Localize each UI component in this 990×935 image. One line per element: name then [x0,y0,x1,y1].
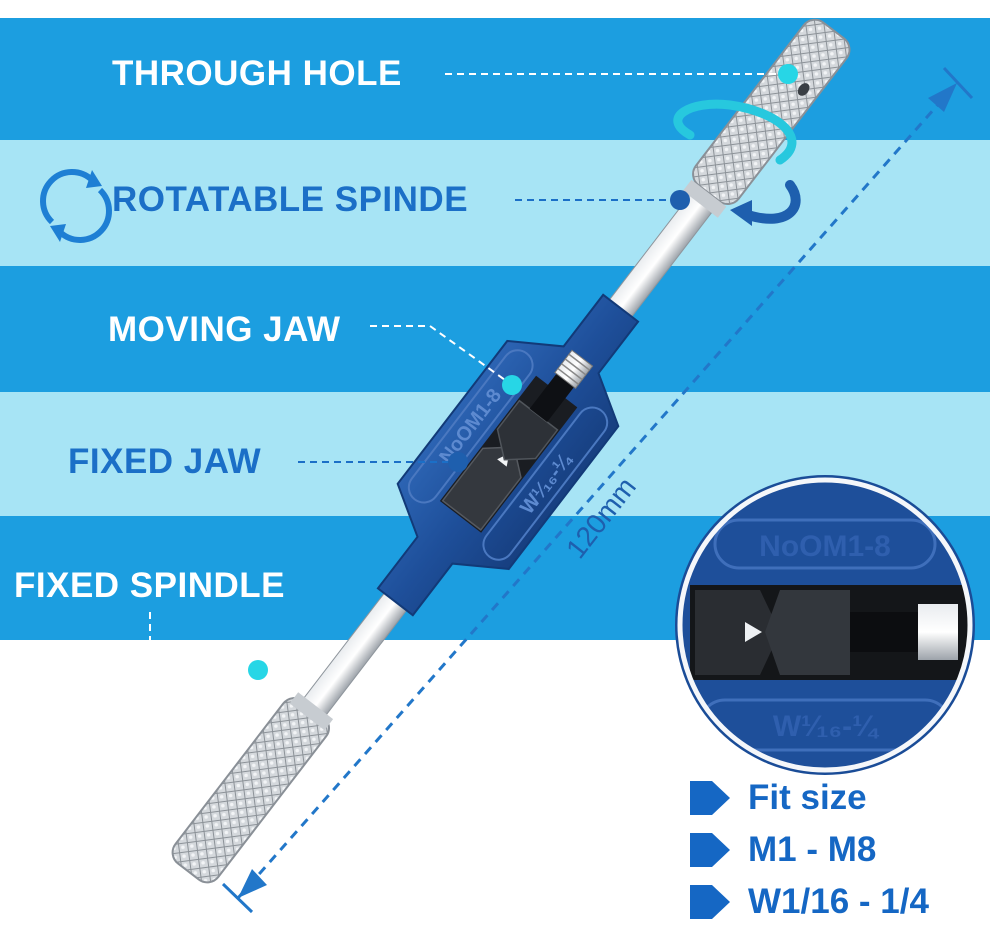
triangle-bullet-icon [690,780,730,815]
rotate-arrows-icon [40,169,112,243]
fit-item-label: W1/16 - 1/4 [748,881,929,921]
rotation-arrow-icon [673,99,801,226]
triangle-bullet-icon [690,884,730,919]
leader-lines [149,73,782,671]
fit-item-2: M1 - M8 [690,828,876,870]
label-rotatable-spindle: ROTATABLE SPINDE [112,180,469,219]
zoom-lens: NoOM1-8 W¹⁄₁₆-¼ [675,475,975,775]
fit-item-1: Fit size [690,776,867,818]
fit-item-label: Fit size [748,777,867,817]
tap-wrench: NoOM1-8 W¹⁄₁₆-¼ [171,18,851,884]
triangle-bullet-icon [690,832,730,867]
dimension-line [221,66,974,914]
leader-dots [248,64,798,680]
fit-item-3: W1/16 - 1/4 [690,880,929,922]
label-moving-jaw: MOVING JAW [108,310,341,349]
band-rotatable-spindle [0,140,990,266]
label-through-hole: THROUGH HOLE [112,54,402,93]
fit-item-label: M1 - M8 [748,829,877,869]
lens-marking-top: NoOM1-8 [759,530,891,563]
lens-marking-bottom: W¹⁄₁₆-¼ [773,710,880,743]
label-fixed-jaw: FIXED JAW [68,442,262,481]
label-fixed-spindle: FIXED SPINDLE [14,566,285,605]
